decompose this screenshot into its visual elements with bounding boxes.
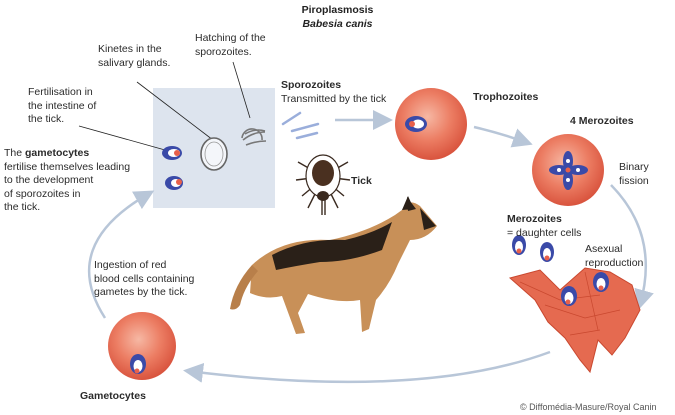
tick-icon bbox=[295, 154, 351, 215]
gamete-parasite-2 bbox=[165, 176, 183, 190]
four-merozoites-cell bbox=[532, 134, 604, 206]
arrow-to-tick bbox=[87, 190, 155, 319]
arrow-to-gametocyte bbox=[183, 350, 551, 384]
cycle-arrows bbox=[87, 110, 654, 384]
free-merozoite-2 bbox=[540, 242, 554, 262]
free-merozoite-1 bbox=[512, 235, 526, 255]
diagram-title: Piroplasmosis bbox=[301, 4, 374, 16]
merozoites-label: Merozoites= daughter cells bbox=[507, 213, 582, 239]
kinete-sphere bbox=[200, 137, 228, 171]
copyright-notice: © Diffomédia-Masure/Royal Canin bbox=[520, 402, 657, 412]
pointer-lines bbox=[78, 61, 251, 151]
arrow-to-merozoite-release bbox=[610, 184, 654, 310]
trophozoites-label: Trophozoites bbox=[473, 91, 539, 103]
gametocytes-label: Gametocytes bbox=[80, 390, 146, 402]
trophozoite-cell bbox=[395, 88, 467, 160]
four-merozoites-label: 4 Merozoites bbox=[570, 115, 634, 127]
german-shepherd-dog bbox=[230, 196, 437, 334]
tick-label: Tick bbox=[351, 175, 372, 187]
gametocytes-description: The gametocytes fertilise themselves lea… bbox=[4, 147, 131, 213]
hatching-sporozoites-icon bbox=[241, 128, 267, 146]
diagram-subtitle: Babesia canis bbox=[302, 18, 373, 30]
gamete-parasite-1 bbox=[162, 146, 182, 160]
gametocyte-cell bbox=[108, 312, 176, 380]
arrow-to-merozoites bbox=[473, 125, 533, 148]
sporozoites-icon bbox=[281, 111, 320, 140]
ruptured-red-blood-cell bbox=[508, 267, 641, 374]
